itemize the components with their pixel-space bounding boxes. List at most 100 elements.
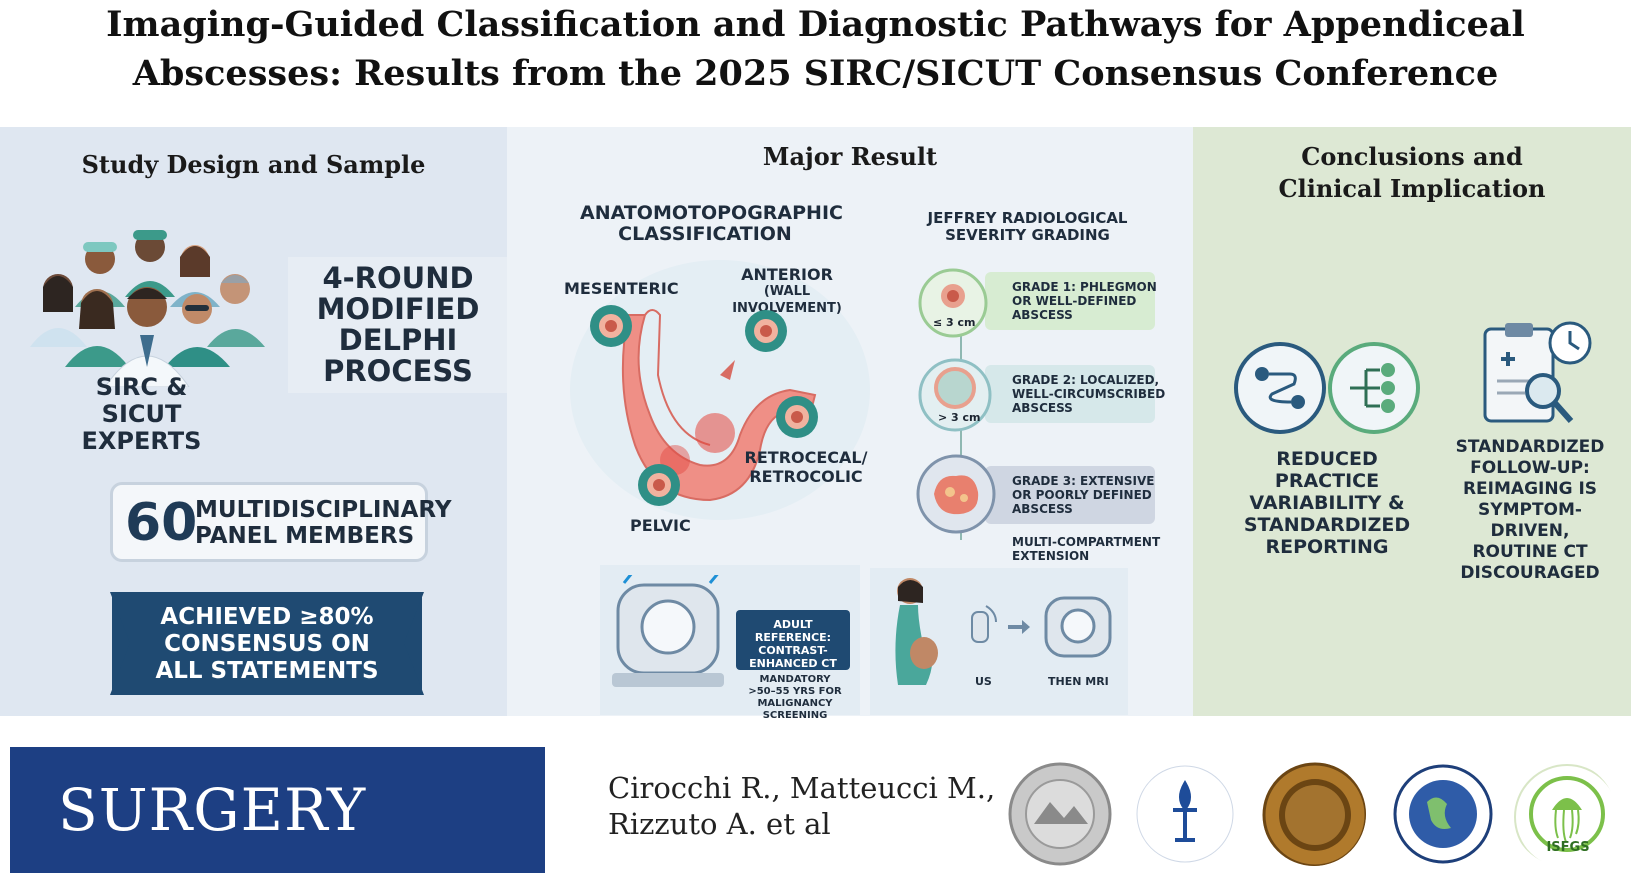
adult-reference-box: ADULT REFERENCE: CONTRAST- ENHANCED CT bbox=[736, 610, 850, 670]
panel-members-badge: 60 MULTIDISCIPLINARY PANEL MEMBERS bbox=[110, 482, 452, 562]
mandatory-line-2: >50–55 YRS FOR bbox=[748, 686, 842, 697]
delphi-line-1: 4-ROUND bbox=[322, 261, 474, 295]
journal-logo: SURGERY bbox=[10, 747, 545, 873]
multi-line-1: MULTI-COMPARTMENT bbox=[1012, 535, 1161, 549]
isfgs-seal-icon bbox=[1514, 764, 1616, 866]
jeffrey-title-line-2: SEVERITY GRADING bbox=[945, 226, 1110, 244]
study-design-heading: Study Design and Sample bbox=[81, 150, 426, 179]
grade-2-size: > 3 cm bbox=[938, 411, 981, 424]
grade-1-line-1: GRADE 1: PHLEGMON bbox=[1012, 280, 1157, 294]
standardized-followup-text: STANDARDIZED FOLLOW-UP: REIMAGING IS SYM… bbox=[1440, 437, 1620, 584]
followup-line-5: ROUTINE CT bbox=[1472, 542, 1588, 562]
loc-retrocecal-label: RETROCECAL/ RETROCOLIC bbox=[736, 448, 876, 486]
ribbon-shape-icon bbox=[110, 592, 424, 695]
consensus-ribbon: ACHIEVED ≥80% CONSENSUS ON ALL STATEMENT… bbox=[110, 592, 424, 695]
mandatory-text: MANDATORY >50–55 YRS FOR MALIGNANCY SCRE… bbox=[730, 674, 860, 722]
grade-3-line-1: GRADE 3: EXTENSIVE bbox=[1012, 474, 1155, 488]
followup-line-4: SYMPTOM-DRIVEN, bbox=[1478, 500, 1582, 541]
anat-title-line-2: CLASSIFICATION bbox=[618, 223, 792, 245]
panel-count: 60 bbox=[125, 493, 198, 553]
adult-line-1: ADULT REFERENCE: bbox=[754, 618, 832, 644]
delphi-line-4: PROCESS bbox=[323, 354, 473, 388]
ct-scanner-icon bbox=[612, 575, 724, 687]
pregnant-woman-icon bbox=[895, 578, 938, 685]
delphi-line-2: MODIFIED bbox=[316, 292, 480, 326]
grade-3-box bbox=[985, 466, 1155, 524]
followup-line-2: FOLLOW-UP: bbox=[1470, 458, 1590, 478]
consensus-line-3: ALL STATEMENTS bbox=[155, 658, 379, 684]
adult-line-3: ENHANCED CT bbox=[749, 657, 837, 670]
reduced-variability-text: REDUCED PRACTICE VARIABILITY & STANDARDI… bbox=[1222, 448, 1432, 558]
mri-scanner-icon bbox=[1044, 596, 1112, 658]
grade-3-line-3: ABSCESS bbox=[1012, 502, 1073, 516]
endocrine-surgeons-seal-icon bbox=[1393, 764, 1493, 864]
isfgs-label: ISFGS bbox=[1546, 840, 1590, 855]
multi-compartment-text: MULTI-COMPARTMENT EXTENSION bbox=[1012, 535, 1160, 563]
mandatory-line-1: MANDATORY bbox=[759, 674, 831, 685]
conclusions-heading-line-1: Conclusions and bbox=[1301, 142, 1523, 171]
colon-anatomy-icon bbox=[570, 260, 870, 520]
panel-members-label: MULTIDISCIPLINARY PANEL MEMBERS bbox=[195, 497, 452, 549]
grade-2-line-1: GRADE 2: LOCALIZED, bbox=[1012, 373, 1160, 387]
arrow-right-icon bbox=[1008, 620, 1030, 634]
title-line-1: Imaging-Guided Classification and Diagno… bbox=[106, 4, 1525, 45]
university-surgeons-seal-icon bbox=[1136, 765, 1234, 863]
loc-pelvic-label: PELVIC bbox=[630, 516, 691, 535]
central-surgical-association-seal-icon bbox=[1262, 762, 1366, 866]
page-title: Imaging-Guided Classification and Diagno… bbox=[0, 0, 1631, 98]
grade-2-line-3: ABSCESS bbox=[1012, 401, 1073, 415]
grade-3-icon bbox=[916, 454, 996, 534]
multi-line-2: EXTENSION bbox=[1012, 549, 1090, 563]
followup-line-1: STANDARDIZED bbox=[1455, 437, 1605, 457]
jeffrey-title: JEFFREY RADIOLOGICAL SEVERITY GRADING bbox=[920, 210, 1135, 244]
grade-2-icon bbox=[918, 358, 992, 432]
panel-label-line-2: PANEL MEMBERS bbox=[195, 523, 415, 549]
experts-group-icon bbox=[30, 230, 265, 387]
followup-line-6: DISCOURAGED bbox=[1460, 563, 1600, 583]
anat-title-line-1: ANATOMOTOPOGRAPHIC bbox=[580, 202, 843, 224]
grade-1-box bbox=[985, 272, 1155, 330]
conclusions-heading-line-2: Clinical Implication bbox=[1278, 174, 1546, 203]
consensus-line-2: CONSENSUS ON bbox=[164, 631, 370, 657]
reduced-line-2: VARIABILITY & bbox=[1249, 492, 1405, 514]
experts-label-line-2: EXPERTS bbox=[81, 427, 202, 455]
experts-label-line-1: SIRC & SICUT bbox=[95, 373, 188, 428]
grade-1-icon bbox=[918, 268, 988, 338]
title-line-2: Abscesses: Results from the 2025 SIRC/SI… bbox=[132, 53, 1499, 94]
authors: Cirocchi R., Matteucci M., Rizzuto A. et… bbox=[608, 770, 995, 842]
retrocecal-abscess-icon bbox=[776, 396, 818, 438]
reduced-line-1: REDUCED PRACTICE bbox=[1274, 448, 1380, 492]
grade-2-text: GRADE 2: LOCALIZED, WELL-CIRCUMSCRIBED A… bbox=[1012, 373, 1165, 415]
grade-1-text: GRADE 1: PHLEGMON OR WELL-DEFINED ABSCES… bbox=[1012, 280, 1157, 322]
authors-line-2: Rizzuto A. et al bbox=[608, 807, 831, 841]
grade-2-box bbox=[985, 365, 1155, 423]
jeffrey-title-line-1: JEFFREY RADIOLOGICAL bbox=[927, 209, 1128, 227]
mesenteric-abscess-icon bbox=[590, 305, 632, 347]
us-label: US bbox=[975, 675, 992, 688]
then-mri-label: THEN MRI bbox=[1048, 675, 1109, 688]
surgical-association-seal-icon bbox=[1008, 762, 1112, 866]
loc-anterior-line-1: ANTERIOR bbox=[741, 265, 833, 284]
grade-3-text: GRADE 3: EXTENSIVE OR POORLY DEFINED ABS… bbox=[1012, 474, 1155, 516]
delphi-process-text: 4-ROUND MODIFIED DELPHI PROCESS bbox=[288, 257, 508, 393]
adult-line-2: CONTRAST- bbox=[758, 644, 828, 657]
grade-2-line-2: WELL-CIRCUMSCRIBED bbox=[1012, 387, 1166, 401]
anatomotopographic-title: ANATOMOTOPOGRAPHIC CLASSIFICATION bbox=[580, 202, 843, 245]
major-result-heading: Major Result bbox=[762, 142, 938, 171]
followup-line-3: REIMAGING IS bbox=[1462, 479, 1598, 499]
conclusions-heading: Conclusions and Clinical Implication bbox=[1193, 141, 1631, 205]
panel-label-line-1: MULTIDISCIPLINARY bbox=[195, 497, 452, 523]
loc-retro-line-2: RETROCOLIC bbox=[749, 467, 863, 486]
grade-1-line-3: ABSCESS bbox=[1012, 308, 1073, 322]
grade-1-line-2: OR WELL-DEFINED bbox=[1012, 294, 1137, 308]
consensus-text: ACHIEVED ≥80% CONSENSUS ON ALL STATEMENT… bbox=[112, 604, 422, 685]
reduced-line-4: REPORTING bbox=[1265, 536, 1389, 558]
loc-retro-line-1: RETROCECAL/ bbox=[744, 448, 868, 467]
ultrasound-probe-icon bbox=[971, 605, 997, 643]
loc-mesenteric-label: MESENTERIC bbox=[564, 279, 679, 298]
anterior-abscess-icon bbox=[745, 310, 787, 352]
study-design-panel: Study Design and Sample bbox=[0, 127, 508, 716]
delphi-line-3: DELPHI bbox=[338, 323, 458, 357]
mandatory-line-3: MALIGNANCY SCREENING bbox=[757, 698, 833, 721]
experts-label: SIRC & SICUT EXPERTS bbox=[54, 374, 229, 455]
